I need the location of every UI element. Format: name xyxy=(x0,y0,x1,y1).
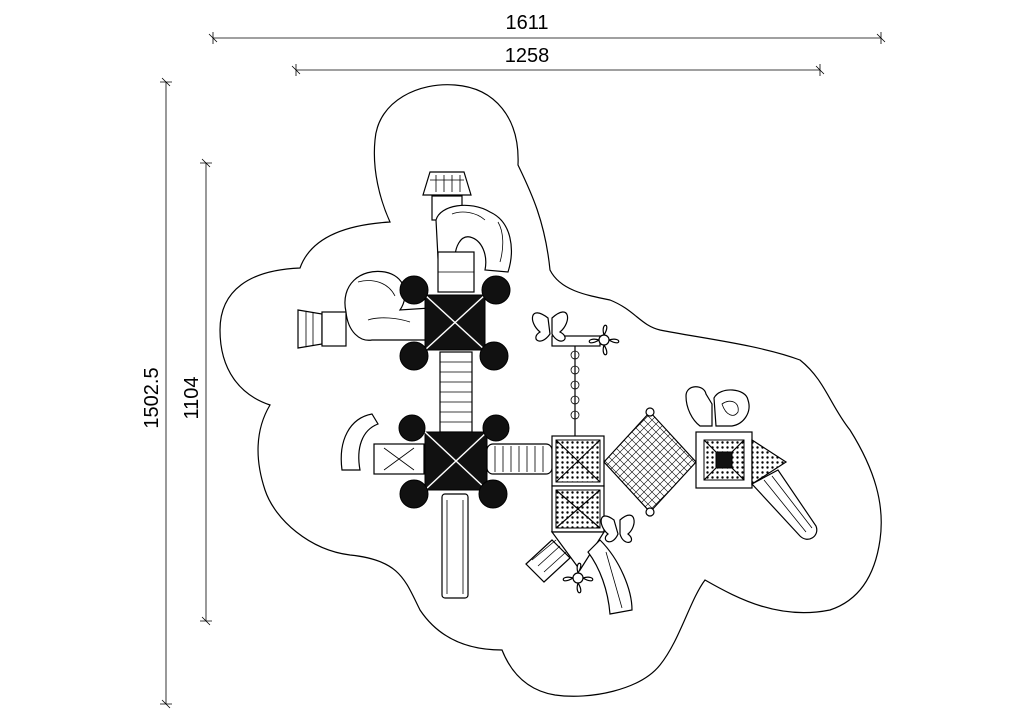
tube-slide-top xyxy=(422,171,512,293)
rope-pole xyxy=(551,335,601,436)
right-tower xyxy=(695,431,753,489)
dimension-overall-width: 1611 xyxy=(208,12,886,44)
flower-top xyxy=(588,324,620,356)
dimension-structure-width: 1258 xyxy=(291,45,825,76)
butterfly-bottom xyxy=(600,514,635,543)
straight-slide-bottom xyxy=(441,493,469,599)
dimension-structure-depth: 1104 xyxy=(181,158,212,626)
ladder-center xyxy=(439,351,473,433)
panel-right-top xyxy=(685,386,750,427)
label-overall-depth: 1502.5 xyxy=(141,367,163,428)
label-structure-depth: 1104 xyxy=(181,376,203,419)
right-deck-and-slide xyxy=(751,438,818,540)
dimension-overall-depth: 1502.5 xyxy=(141,77,172,709)
label-structure-width: 1258 xyxy=(505,45,550,67)
curved-slide-left xyxy=(340,413,425,475)
curved-slide-bottom xyxy=(587,539,633,615)
climbing-net-diamond xyxy=(603,407,697,517)
safety-zone-outline xyxy=(219,84,882,697)
butterfly-top xyxy=(531,311,569,342)
upper-tower xyxy=(399,275,511,371)
label-overall-width: 1611 xyxy=(505,12,548,34)
lower-tower xyxy=(398,414,510,509)
flower-bottom xyxy=(562,562,594,594)
bridge-center xyxy=(486,443,553,475)
center-right-tower xyxy=(550,435,606,572)
step-ladder-bottom xyxy=(525,539,571,583)
